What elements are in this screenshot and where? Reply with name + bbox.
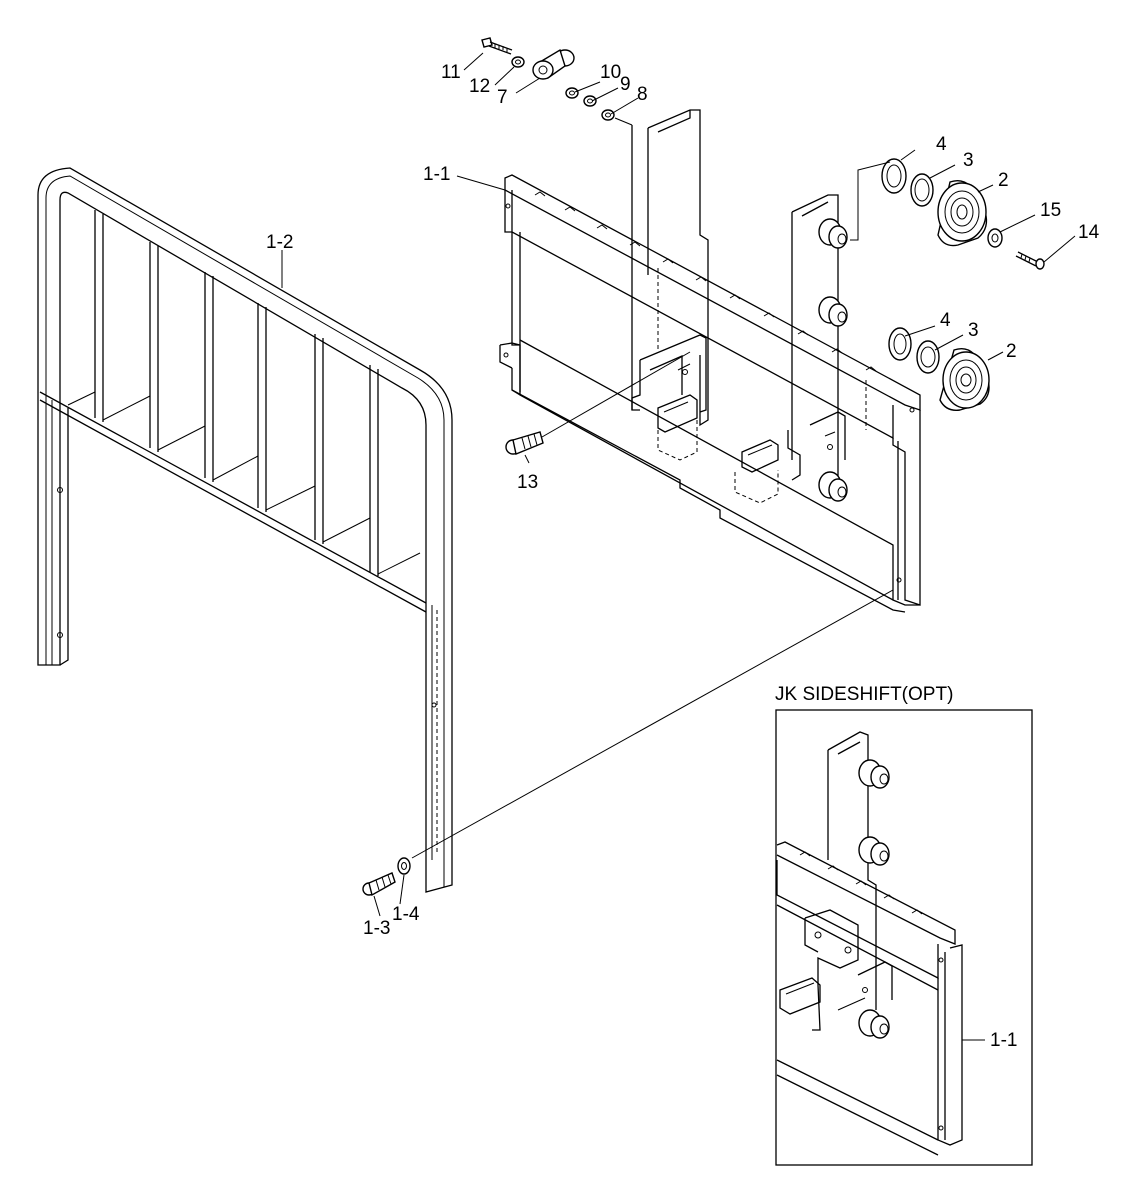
label-part-11: 11 <box>441 62 461 83</box>
label-part-7: 7 <box>497 87 508 108</box>
label-part-4-lower: 4 <box>940 310 951 331</box>
inset-label-part-1-1: 1-1 <box>990 1030 1017 1051</box>
label-part-10: 10 <box>600 62 621 83</box>
bearing-set-upper <box>850 158 1045 270</box>
label-part-14: 14 <box>1078 222 1100 243</box>
eccentric-pin-7 <box>532 48 575 80</box>
label-part-13: 13 <box>517 472 538 493</box>
washer-1-4 <box>397 857 411 875</box>
bolt-13 <box>505 351 691 455</box>
carriage-frame <box>499 109 921 613</box>
label-part-3-lower: 3 <box>968 320 979 341</box>
washers-10-9-8 <box>565 87 615 121</box>
inset-border <box>775 709 1033 1166</box>
carriage-roller-shafts <box>818 218 848 502</box>
label-part-15: 15 <box>1040 200 1061 221</box>
leader-lines <box>281 52 1076 917</box>
bolt-14 <box>1015 251 1045 270</box>
bolt-1-3 <box>362 872 396 897</box>
label-part-9: 9 <box>620 74 631 95</box>
label-part-4-upper: 4 <box>936 134 947 155</box>
label-part-2-lower: 2 <box>1006 341 1017 362</box>
inset-jk-sideshift: JK SIDESHIFT(OPT) <box>775 684 1033 1166</box>
inset-title: JK SIDESHIFT(OPT) <box>775 684 953 705</box>
label-part-1-2: 1-2 <box>266 232 293 253</box>
label-part-1-1: 1-1 <box>423 164 450 185</box>
load-backrest <box>37 167 453 893</box>
bolt-11 <box>481 37 513 55</box>
label-part-12: 12 <box>469 76 490 97</box>
label-part-3-upper: 3 <box>963 150 974 171</box>
label-part-1-3: 1-3 <box>363 918 390 939</box>
washer-12 <box>511 56 525 68</box>
label-part-2-upper: 2 <box>998 170 1009 191</box>
label-part-1-4: 1-4 <box>392 904 420 925</box>
label-part-8: 8 <box>637 84 648 105</box>
